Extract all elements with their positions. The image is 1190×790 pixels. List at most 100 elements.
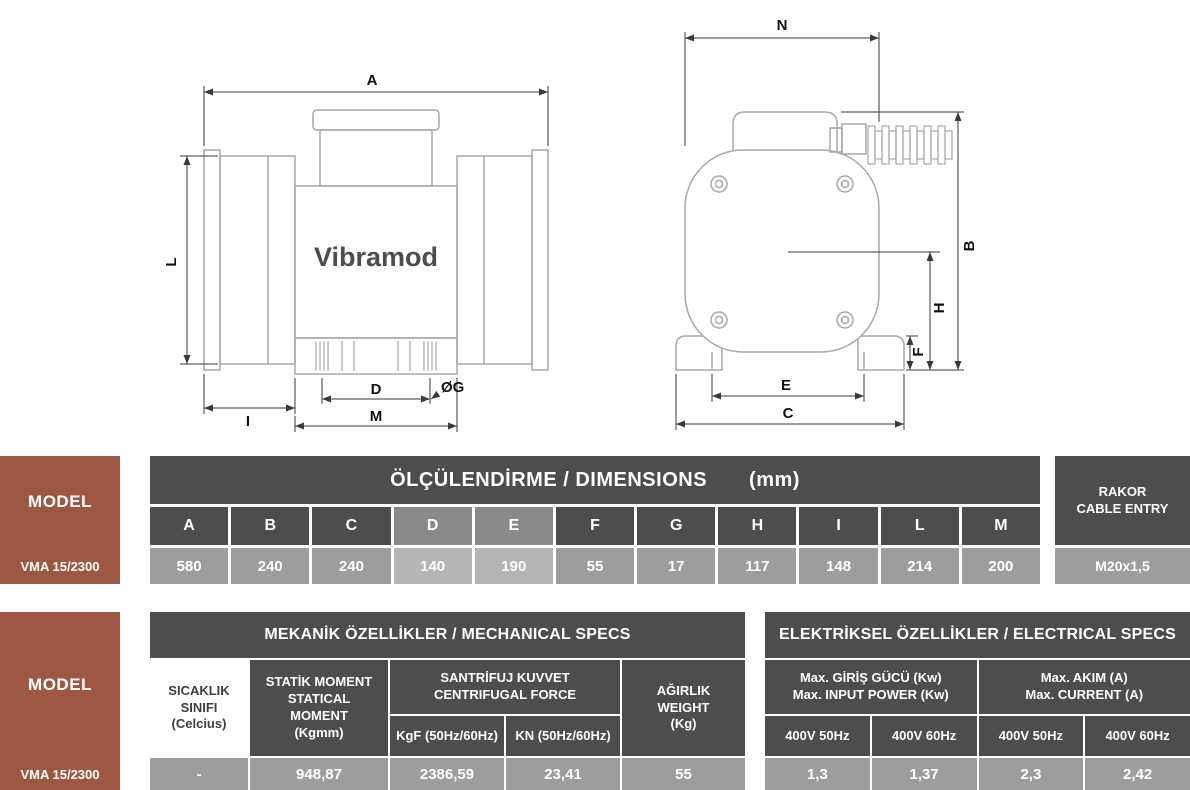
left-flange xyxy=(203,149,221,371)
dimensions-title-text: ÖLÇÜLENDİRME / DIMENSIONS xyxy=(390,468,708,491)
brand-logo: Vibramod xyxy=(314,242,438,272)
current-60hz-value: 2,42 xyxy=(1085,758,1190,790)
end-view-drawing xyxy=(675,111,953,371)
mechanical-specs-header: SICAKLIK SINIFI (Celcius) STATİK MOMENT … xyxy=(150,660,745,756)
corner-bolts xyxy=(710,175,854,329)
dim-label-M: M xyxy=(370,408,383,425)
model-header-label: MODEL xyxy=(28,675,92,694)
dimensions-table-title: ÖLÇÜLENDİRME / DIMENSIONS (mm) xyxy=(150,456,1040,504)
kgf-header: KgF (50Hz/60Hz) xyxy=(390,716,504,756)
dim-col-header-B: B xyxy=(231,507,310,545)
kn-header: KN (50Hz/60Hz) xyxy=(506,716,620,756)
cable-entry-header-line2: CABLE ENTRY xyxy=(1076,500,1169,516)
dim-value-C: 240 xyxy=(312,548,391,584)
dim-value-L: 214 xyxy=(880,548,959,584)
dim-col-header-F: F xyxy=(555,507,635,545)
right-flange xyxy=(531,149,549,371)
dim-label-C: C xyxy=(783,405,794,422)
left-cover xyxy=(219,155,296,365)
side-view-drawing: Vibramod xyxy=(203,109,549,375)
dim-col-header-H: H xyxy=(718,507,797,545)
dim-value-G: 17 xyxy=(637,548,716,584)
dim-value-M: 200 xyxy=(961,548,1040,584)
dim-label-B: B xyxy=(961,240,978,251)
dim-col-header-G: G xyxy=(637,507,716,545)
max-current-header: Max. AKIM (A) Max. CURRENT (A) xyxy=(978,660,1190,714)
motor-base xyxy=(294,337,458,375)
dim-label-D: D xyxy=(371,381,382,398)
static-moment-value: 948,87 xyxy=(250,758,388,790)
dimensions-table: ÖLÇÜLENDİRME / DIMENSIONS (mm) A B C D E… xyxy=(150,456,1040,584)
dim-col-header-I: I xyxy=(799,507,878,545)
power-60hz-header: 400V 60Hz xyxy=(871,716,977,756)
electrical-specs-table: ELEKTRİKSEL ÖZELLİKLER / ELECTRICAL SPEC… xyxy=(765,612,1190,790)
mechanical-specs-table: MEKANİK ÖZELLİKLER / MECHANICAL SPECS SI… xyxy=(150,612,745,790)
dimensions-value-row: 580 240 240 140 190 55 17 117 148 214 20… xyxy=(150,548,1040,584)
dim-label-F: F xyxy=(910,347,927,356)
base-slots xyxy=(315,341,437,371)
motor-body-end xyxy=(684,149,880,353)
dim-col-header-C: C xyxy=(312,507,391,545)
side-view-labels: A L I D M ØG xyxy=(163,72,464,430)
power-50hz-header: 400V 50Hz xyxy=(765,716,870,756)
junction-box xyxy=(319,129,433,187)
dim-value-H: 117 xyxy=(718,548,797,584)
dim-label-L: L xyxy=(163,257,180,266)
corrugated-cable xyxy=(867,125,953,165)
current-60hz-header: 400V 60Hz xyxy=(1085,716,1190,756)
dim-col-header-L: L xyxy=(880,507,959,545)
cable-entry-value: M20x1,5 xyxy=(1055,548,1190,584)
dim-label-N: N xyxy=(777,17,788,34)
dimensions-header-row: A B C D E F G H I L M xyxy=(150,507,1040,545)
model-value-label: VMA 15/2300 xyxy=(20,766,100,782)
weight-header: AĞIRLIK WEIGHT (Kg) xyxy=(622,660,745,756)
electrical-specs-data-row: 1,3 1,37 2,3 2,42 xyxy=(765,758,1190,790)
specs-model-block: MODEL VMA 15/2300 xyxy=(0,612,120,790)
cable-entry-header: RAKOR CABLE ENTRY xyxy=(1055,456,1190,545)
temperature-class-header: SICAKLIK SINIFI (Celcius) xyxy=(150,660,248,756)
model-value-label: VMA 15/2300 xyxy=(20,558,100,574)
static-moment-header: STATİK MOMENT STATICAL MOMENT (Kgmm) xyxy=(250,660,388,756)
dim-col-header-M: M xyxy=(961,507,1040,545)
kn-value: 23,41 xyxy=(506,758,620,790)
junction-box-lid xyxy=(312,109,440,131)
dim-value-E: 190 xyxy=(474,548,553,584)
junction-box-end xyxy=(732,111,838,162)
technical-drawings: Vibramod A L I D M ØG xyxy=(163,17,978,432)
temperature-class-value: - xyxy=(150,758,248,790)
mechanical-specs-title: MEKANİK ÖZELLİKLER / MECHANICAL SPECS xyxy=(150,612,745,658)
side-view-dimensions xyxy=(180,86,549,432)
max-input-power-header: Max. GİRİŞ GÜCÜ (Kw) Max. INPUT POWER (K… xyxy=(765,660,977,714)
electrical-specs-header: Max. GİRİŞ GÜCÜ (Kw) Max. INPUT POWER (K… xyxy=(765,660,1190,756)
centrifugal-force-header: SANTRİFUJ KUVVET CENTRIFUGAL FORCE xyxy=(390,660,620,714)
model-header-label: MODEL xyxy=(28,492,92,511)
power-50hz-value: 1,3 xyxy=(765,758,870,790)
cable-entry-header-line1: RAKOR xyxy=(1098,483,1147,499)
weight-value: 55 xyxy=(622,758,745,790)
dim-value-A: 580 xyxy=(150,548,229,584)
cable-gland xyxy=(829,123,867,155)
power-60hz-value: 1,37 xyxy=(871,758,977,790)
right-cover xyxy=(456,155,533,365)
kgf-value: 2386,59 xyxy=(390,758,504,790)
dimensions-title-unit: (mm) xyxy=(749,468,800,491)
dim-col-header-A: A xyxy=(150,507,229,545)
end-view-dimensions xyxy=(675,32,964,430)
dim-col-header-E: E xyxy=(474,507,553,545)
cable-entry-block: RAKOR CABLE ENTRY M20x1,5 xyxy=(1055,456,1190,584)
dim-label-G: ØG xyxy=(441,379,464,396)
mechanical-specs-data-row: - 948,87 2386,59 23,41 55 xyxy=(150,758,745,790)
dim-label-A: A xyxy=(367,72,378,89)
current-50hz-value: 2,3 xyxy=(978,758,1084,790)
dim-label-H: H xyxy=(931,303,948,314)
current-50hz-header: 400V 50Hz xyxy=(978,716,1084,756)
dim-col-header-D: D xyxy=(393,507,472,545)
dimensions-model-block: MODEL VMA 15/2300 xyxy=(0,456,120,584)
left-foot xyxy=(675,335,723,371)
dim-value-I: 148 xyxy=(799,548,878,584)
dim-value-F: 55 xyxy=(555,548,635,584)
electrical-specs-title: ELEKTRİKSEL ÖZELLİKLER / ELECTRICAL SPEC… xyxy=(765,612,1190,658)
dim-value-D: 140 xyxy=(393,548,472,584)
right-foot xyxy=(857,335,905,371)
